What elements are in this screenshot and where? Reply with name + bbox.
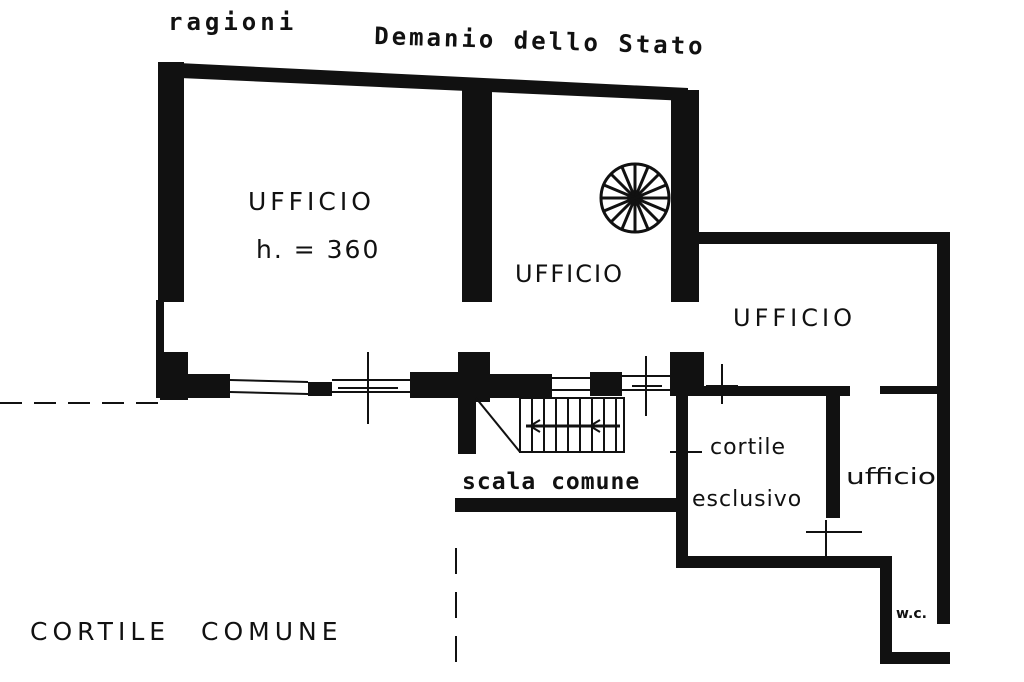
room-label-wc: w.c. [896, 606, 927, 622]
front-wall-mid [490, 374, 552, 398]
top-wall [158, 62, 688, 101]
front-wall-left [160, 374, 230, 398]
courtyard-bottom-wall [676, 556, 886, 568]
left-outer-wall-thin [156, 300, 164, 398]
common-staircase [475, 397, 625, 453]
left-outer-wall [158, 62, 184, 302]
room-label-office-1: UFFICIO [248, 187, 375, 216]
room-label-office-small: ufficio [846, 465, 936, 490]
front-wall-stair-left [458, 352, 490, 402]
office-3-right-wall [937, 232, 950, 624]
room-label-stair: scala comune [462, 469, 640, 495]
stair-left-wall [458, 398, 476, 454]
label-neighbour-right: Demanio dello Stato [374, 22, 706, 60]
front-wall-right-pier [670, 352, 704, 396]
room-height-note: h. = 360 [256, 235, 380, 264]
partition-wall-1 [462, 80, 492, 302]
window-1 [229, 379, 309, 383]
window-1b [229, 391, 309, 395]
room-label-courtyard-exclusive-2: esclusivo [692, 487, 802, 512]
office-3-top-wall [686, 232, 950, 244]
office-3-bottom-wall [880, 386, 942, 394]
office-2-right-wall [671, 90, 699, 302]
courtyard-left-wall [676, 396, 688, 566]
room-label-office-3: UFFICIO [733, 304, 856, 332]
label-neighbour-left: ragioni [168, 8, 297, 36]
wc-bottom-wall [880, 652, 950, 664]
area-label-common-courtyard: CORTILE COMUNE [30, 617, 343, 646]
walls [156, 62, 950, 664]
front-wall-pier-b [410, 372, 466, 398]
spiral-staircase [599, 162, 671, 234]
front-wall-mid-b [590, 372, 622, 396]
boundary-lines [0, 402, 457, 668]
wc-left-wall [880, 556, 892, 664]
room-label-courtyard-exclusive-1: cortile [710, 435, 786, 460]
front-wall-pier-a [308, 382, 332, 396]
cross-marks [338, 352, 862, 556]
courtyard-right-wall [826, 392, 840, 518]
front-wall-right [704, 386, 850, 396]
room-label-office-2: UFFICIO [515, 260, 624, 288]
stair-bottom-wall [455, 498, 680, 512]
